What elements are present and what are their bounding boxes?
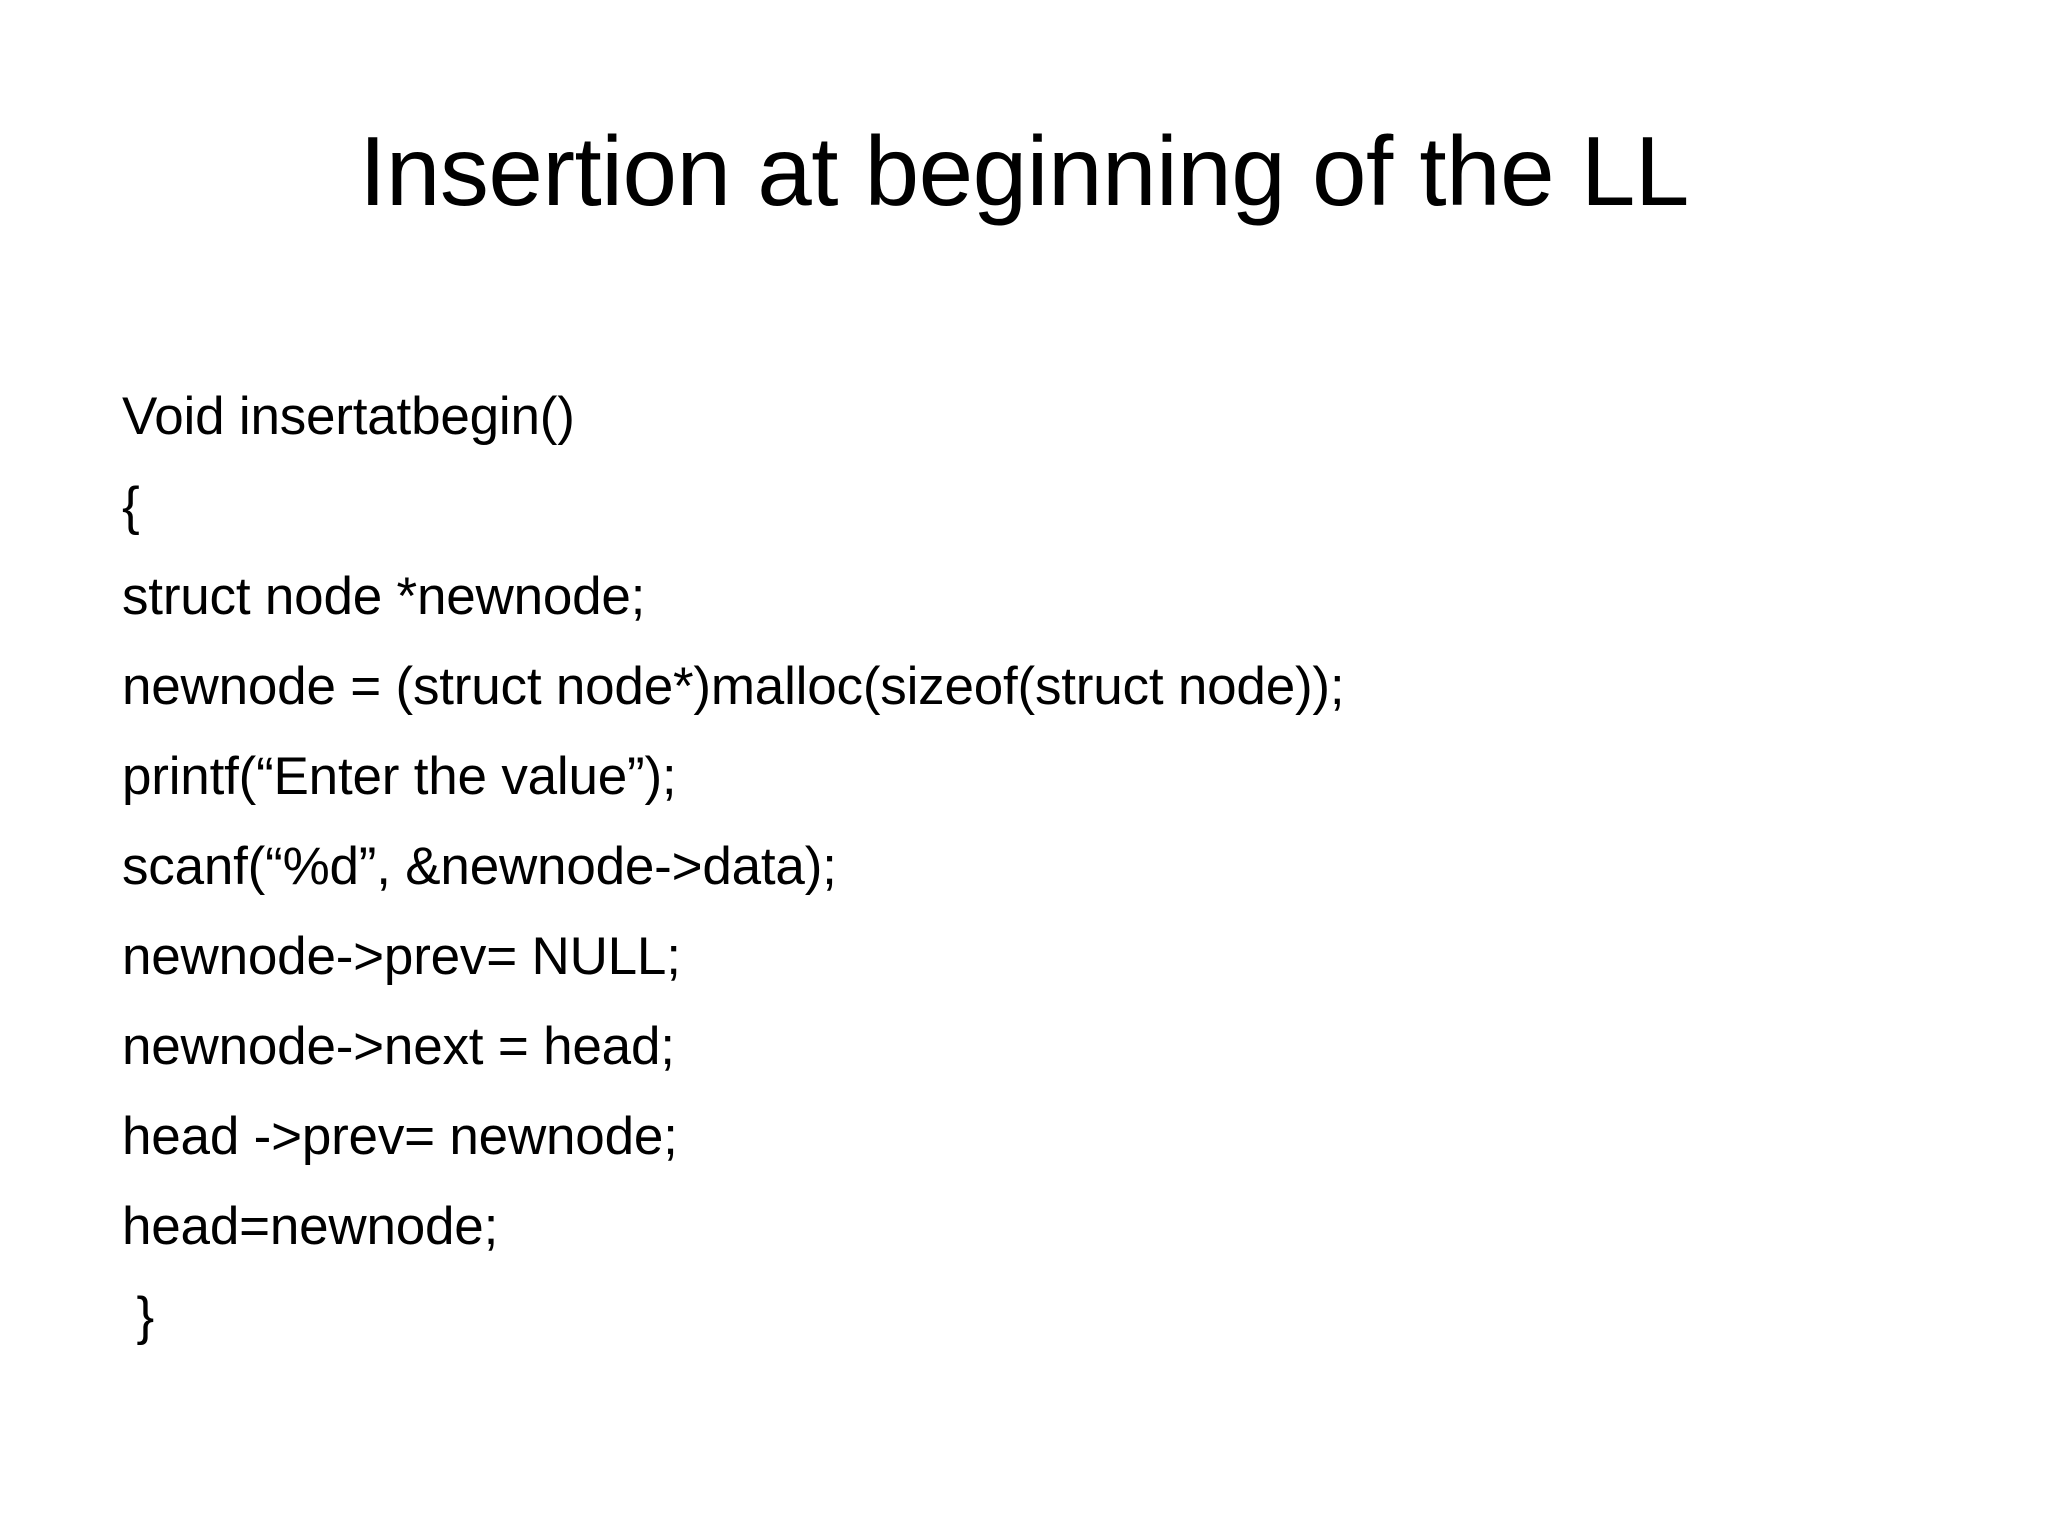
code-line: printf(“Enter the value”); xyxy=(122,747,677,806)
code-line: scanf(“%d”, &newnode->data); xyxy=(122,837,837,896)
code-line: newnode = (struct node*)malloc(sizeof(st… xyxy=(122,657,1345,716)
code-line: Void insertatbegin() xyxy=(122,387,575,446)
code-line: { xyxy=(122,477,140,536)
code-body: Void insertatbegin() { struct node *newn… xyxy=(122,372,1902,1362)
code-line: newnode->next = head; xyxy=(122,1017,675,1076)
code-line: head=newnode; xyxy=(122,1197,499,1256)
code-line: struct node *newnode; xyxy=(122,567,646,626)
code-line: } xyxy=(122,1287,155,1346)
page-title: Insertion at beginning of the LL xyxy=(359,116,1689,226)
code-line: newnode->prev= NULL; xyxy=(122,927,681,986)
code-line: head ->prev= newnode; xyxy=(122,1107,678,1166)
